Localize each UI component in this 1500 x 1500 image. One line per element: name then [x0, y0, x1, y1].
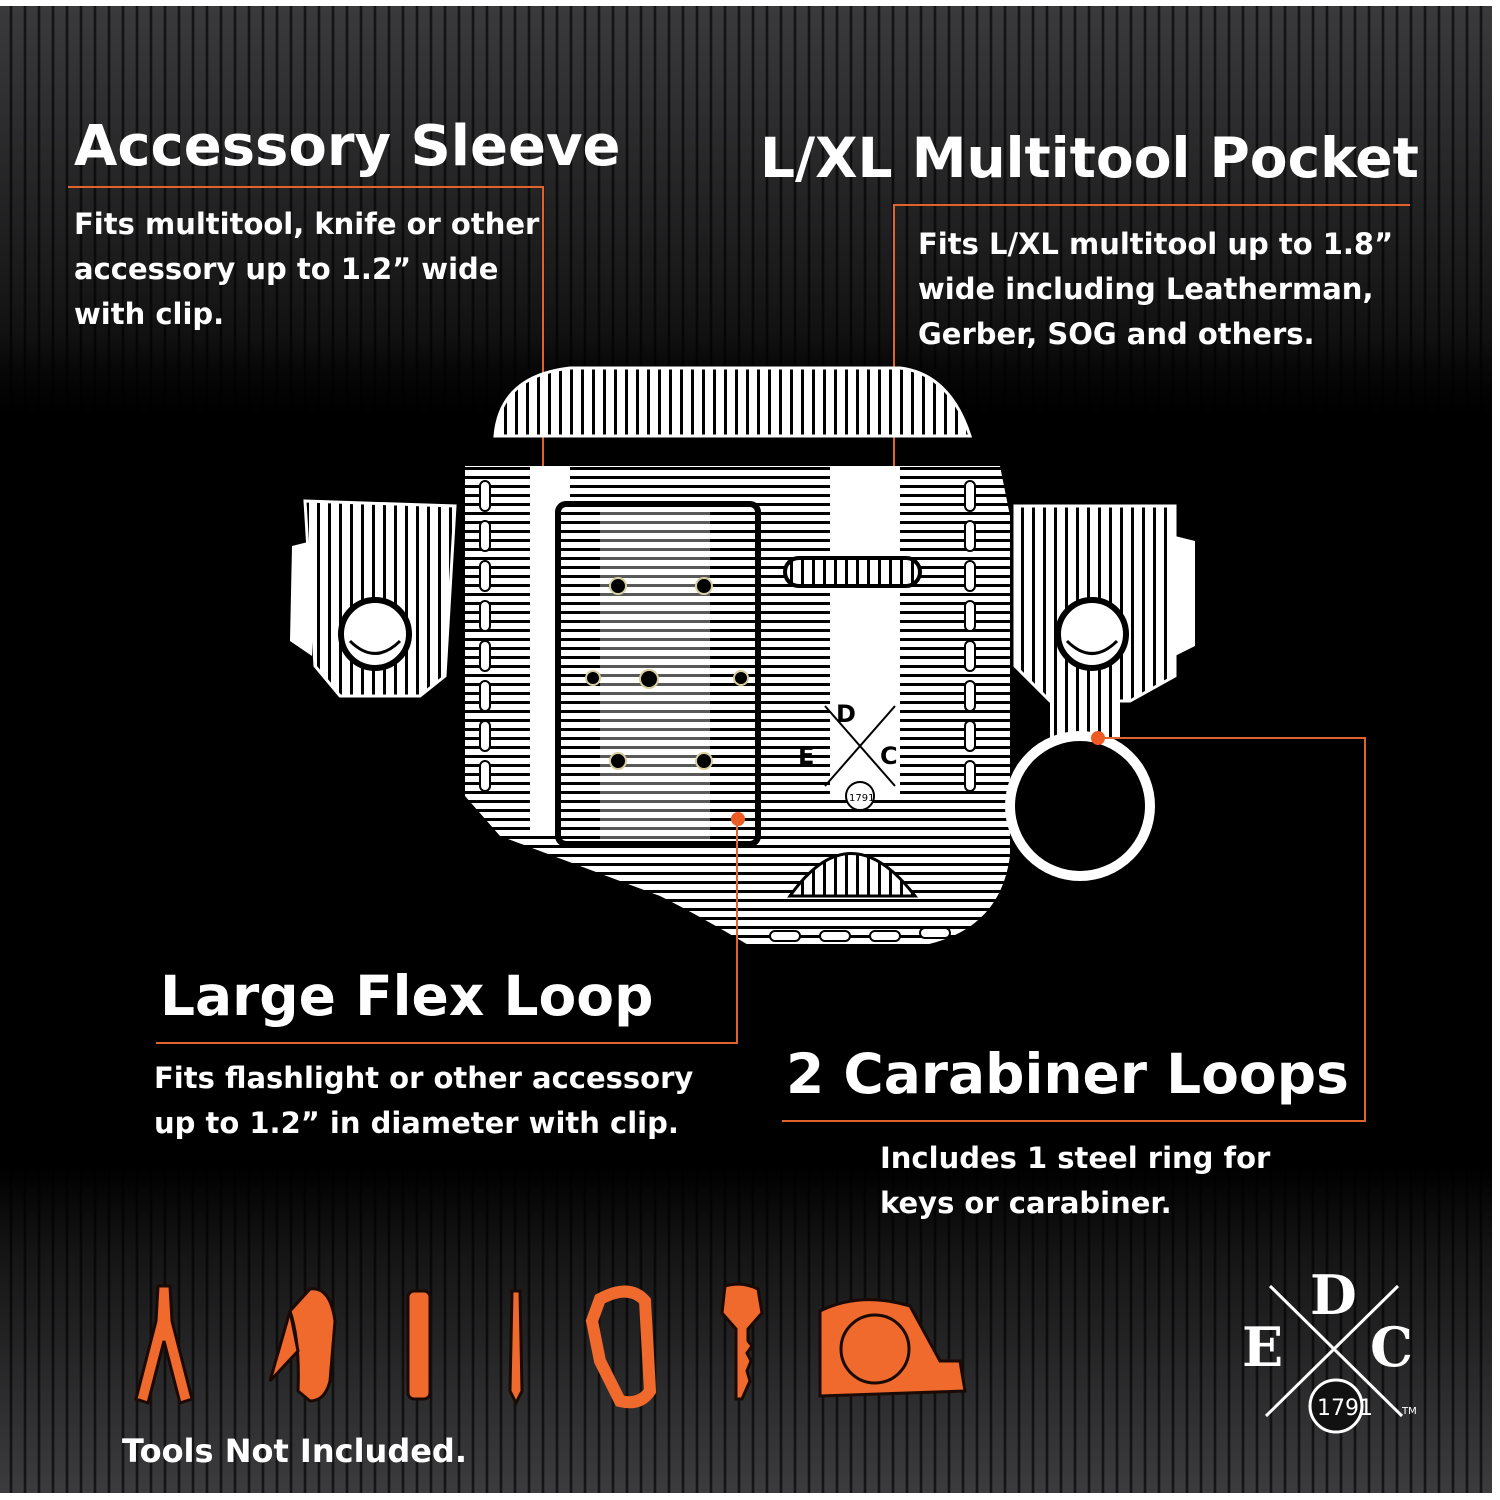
svg-text:1791: 1791	[1317, 1396, 1373, 1421]
desc-line: wide including Leatherman,	[918, 272, 1374, 306]
svg-text:D: D	[836, 700, 856, 728]
accessory-sleeve-description: Fits multitool, knife or other accessory…	[74, 202, 539, 337]
flex-loop-description: Fits flashlight or other accessory up to…	[154, 1056, 693, 1146]
flex-loop-underline	[156, 1042, 738, 1044]
desc-line: with clip.	[74, 297, 225, 331]
desc-line: accessory up to 1.2” wide	[74, 252, 499, 286]
carabiner-icon	[585, 1285, 657, 1409]
desc-line: Gerber, SOG and others.	[918, 317, 1315, 351]
accessory-sleeve-title: Accessory Sleeve	[74, 114, 621, 179]
desc-line: Fits flashlight or other accessory	[154, 1061, 694, 1095]
multitool-pocket-leader	[893, 204, 895, 516]
holster-illustration: D E C 1791	[290, 366, 1195, 946]
svg-text:C: C	[1370, 1315, 1413, 1379]
tape-measure-icon	[818, 1298, 967, 1398]
left-belt-clip	[290, 499, 457, 698]
accessory-sleeve-underline	[68, 186, 544, 188]
flex-loop-leader	[736, 818, 738, 1044]
svg-text:D: D	[1310, 1263, 1357, 1327]
svg-text:TM: TM	[1401, 1406, 1417, 1417]
multitool-pocket-title: L/XL Multitool Pocket	[760, 126, 1419, 190]
flex-loop-title: Large Flex Loop	[160, 964, 654, 1028]
holster-edc-logo	[824, 705, 896, 811]
carabiner-loops-description: Includes 1 steel ring for keys or carabi…	[880, 1136, 1270, 1226]
key-icon	[720, 1282, 764, 1401]
svg-text:C: C	[880, 742, 898, 770]
pen-icon	[508, 1289, 524, 1407]
carabiner-loops-connector	[1098, 737, 1366, 739]
multitool-pocket-underline	[894, 204, 1410, 206]
carabiner-loops-underline	[782, 1120, 1366, 1122]
edc-1791-logo: D E C 1791 TM	[1242, 1263, 1417, 1434]
carabiner-loops-title: 2 Carabiner Loops	[786, 1042, 1349, 1106]
desc-line: Fits L/XL multitool up to 1.8”	[918, 227, 1394, 261]
desc-line: Includes 1 steel ring for	[880, 1141, 1271, 1175]
accessory-sleeve-leader	[542, 186, 544, 516]
carabiner-loops-leader	[1364, 737, 1366, 1122]
tools-not-included-note: Tools Not Included.	[122, 1432, 467, 1470]
svg-text:1791: 1791	[849, 793, 874, 804]
desc-line: up to 1.2” in diameter with clip.	[154, 1106, 679, 1140]
flex-loop-marker	[731, 812, 745, 826]
svg-text:E: E	[1242, 1315, 1283, 1379]
tools-row	[134, 1282, 967, 1409]
multitool-pocket-description: Fits L/XL multitool up to 1.8” wide incl…	[918, 222, 1393, 357]
multitool-icon	[134, 1284, 194, 1405]
desc-line: Fits multitool, knife or other	[74, 207, 540, 241]
infographic-canvas: Accessory Sleeve Fits multitool, knife o…	[0, 6, 1492, 1493]
right-belt-clip	[1005, 504, 1195, 881]
flashlight-icon	[406, 1289, 432, 1401]
desc-line: keys or carabiner.	[880, 1186, 1172, 1220]
svg-text:E: E	[798, 742, 814, 770]
knife-icon	[268, 1287, 337, 1403]
